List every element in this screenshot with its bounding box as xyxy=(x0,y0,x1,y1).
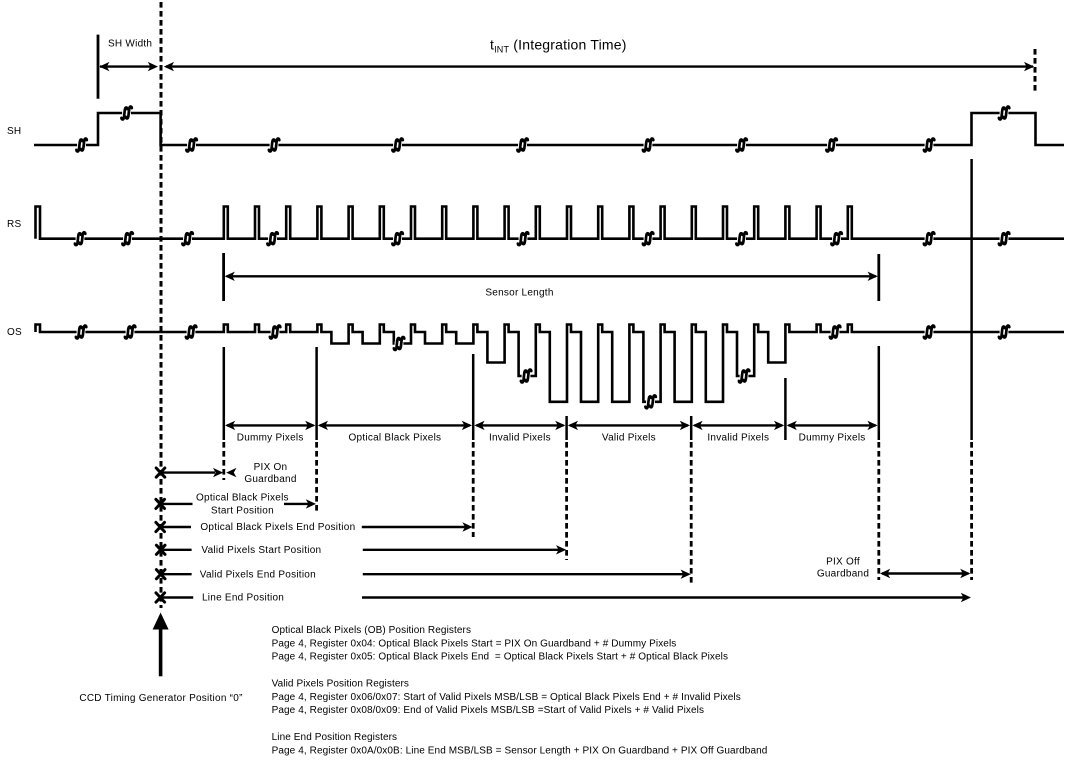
svg-text:SH: SH xyxy=(7,126,21,137)
svg-text:Invalid Pixels: Invalid Pixels xyxy=(707,432,769,443)
svg-text:Start Position: Start Position xyxy=(211,506,274,517)
svg-text:Valid Pixels End Position: Valid Pixels End Position xyxy=(200,569,316,580)
svg-text:Valid Pixels Position Register: Valid Pixels Position Registers xyxy=(272,679,409,690)
svg-text:Optical Black Pixels: Optical Black Pixels xyxy=(196,492,289,503)
svg-text:Dummy Pixels: Dummy Pixels xyxy=(237,432,304,443)
svg-text:Invalid Pixels: Invalid Pixels xyxy=(489,432,551,443)
svg-text:Page 4, Register 0x04: Optical: Page 4, Register 0x04: Optical Black Pix… xyxy=(272,638,677,649)
svg-text:tINT (Integration Time): tINT (Integration Time) xyxy=(490,37,627,55)
svg-text:RS: RS xyxy=(7,219,21,230)
svg-text:SH Width: SH Width xyxy=(108,38,152,49)
svg-text:Page 4, Register 0x06/0x07: St: Page 4, Register 0x06/0x07: Start of Val… xyxy=(272,692,741,703)
svg-text:OS: OS xyxy=(7,327,22,338)
svg-text:Optical Black Pixels End Posit: Optical Black Pixels End Position xyxy=(200,522,355,533)
svg-text:Page 4, Register 0x05: Optical: Page 4, Register 0x05: Optical Black Pix… xyxy=(272,652,729,663)
svg-text:PIX Off: PIX Off xyxy=(826,556,860,567)
svg-text:Optical Black Pixels: Optical Black Pixels xyxy=(348,432,441,443)
svg-text:Page 4, Register 0x08/0x09: En: Page 4, Register 0x08/0x09: End of Valid… xyxy=(272,705,704,716)
svg-text:Line End Position Registers: Line End Position Registers xyxy=(272,732,398,743)
svg-text:Guardband: Guardband xyxy=(817,569,869,580)
svg-text:Dummy Pixels: Dummy Pixels xyxy=(799,432,866,443)
svg-text:Guardband: Guardband xyxy=(244,474,296,485)
svg-text:Line End Position: Line End Position xyxy=(202,593,284,604)
svg-text:PIX On: PIX On xyxy=(254,462,288,473)
svg-text:Page 4, Register 0x0A/0x0B: Li: Page 4, Register 0x0A/0x0B: Line End MSB… xyxy=(272,745,768,756)
svg-text:Valid Pixels: Valid Pixels xyxy=(602,432,656,443)
svg-text:Optical Black Pixels (OB) Posi: Optical Black Pixels (OB) Position Regis… xyxy=(272,625,471,636)
svg-text:CCD Timing Generator Position: CCD Timing Generator Position “0” xyxy=(79,693,242,704)
svg-text:Sensor Length: Sensor Length xyxy=(485,287,553,298)
svg-text:Valid Pixels Start Position: Valid Pixels Start Position xyxy=(201,545,321,556)
